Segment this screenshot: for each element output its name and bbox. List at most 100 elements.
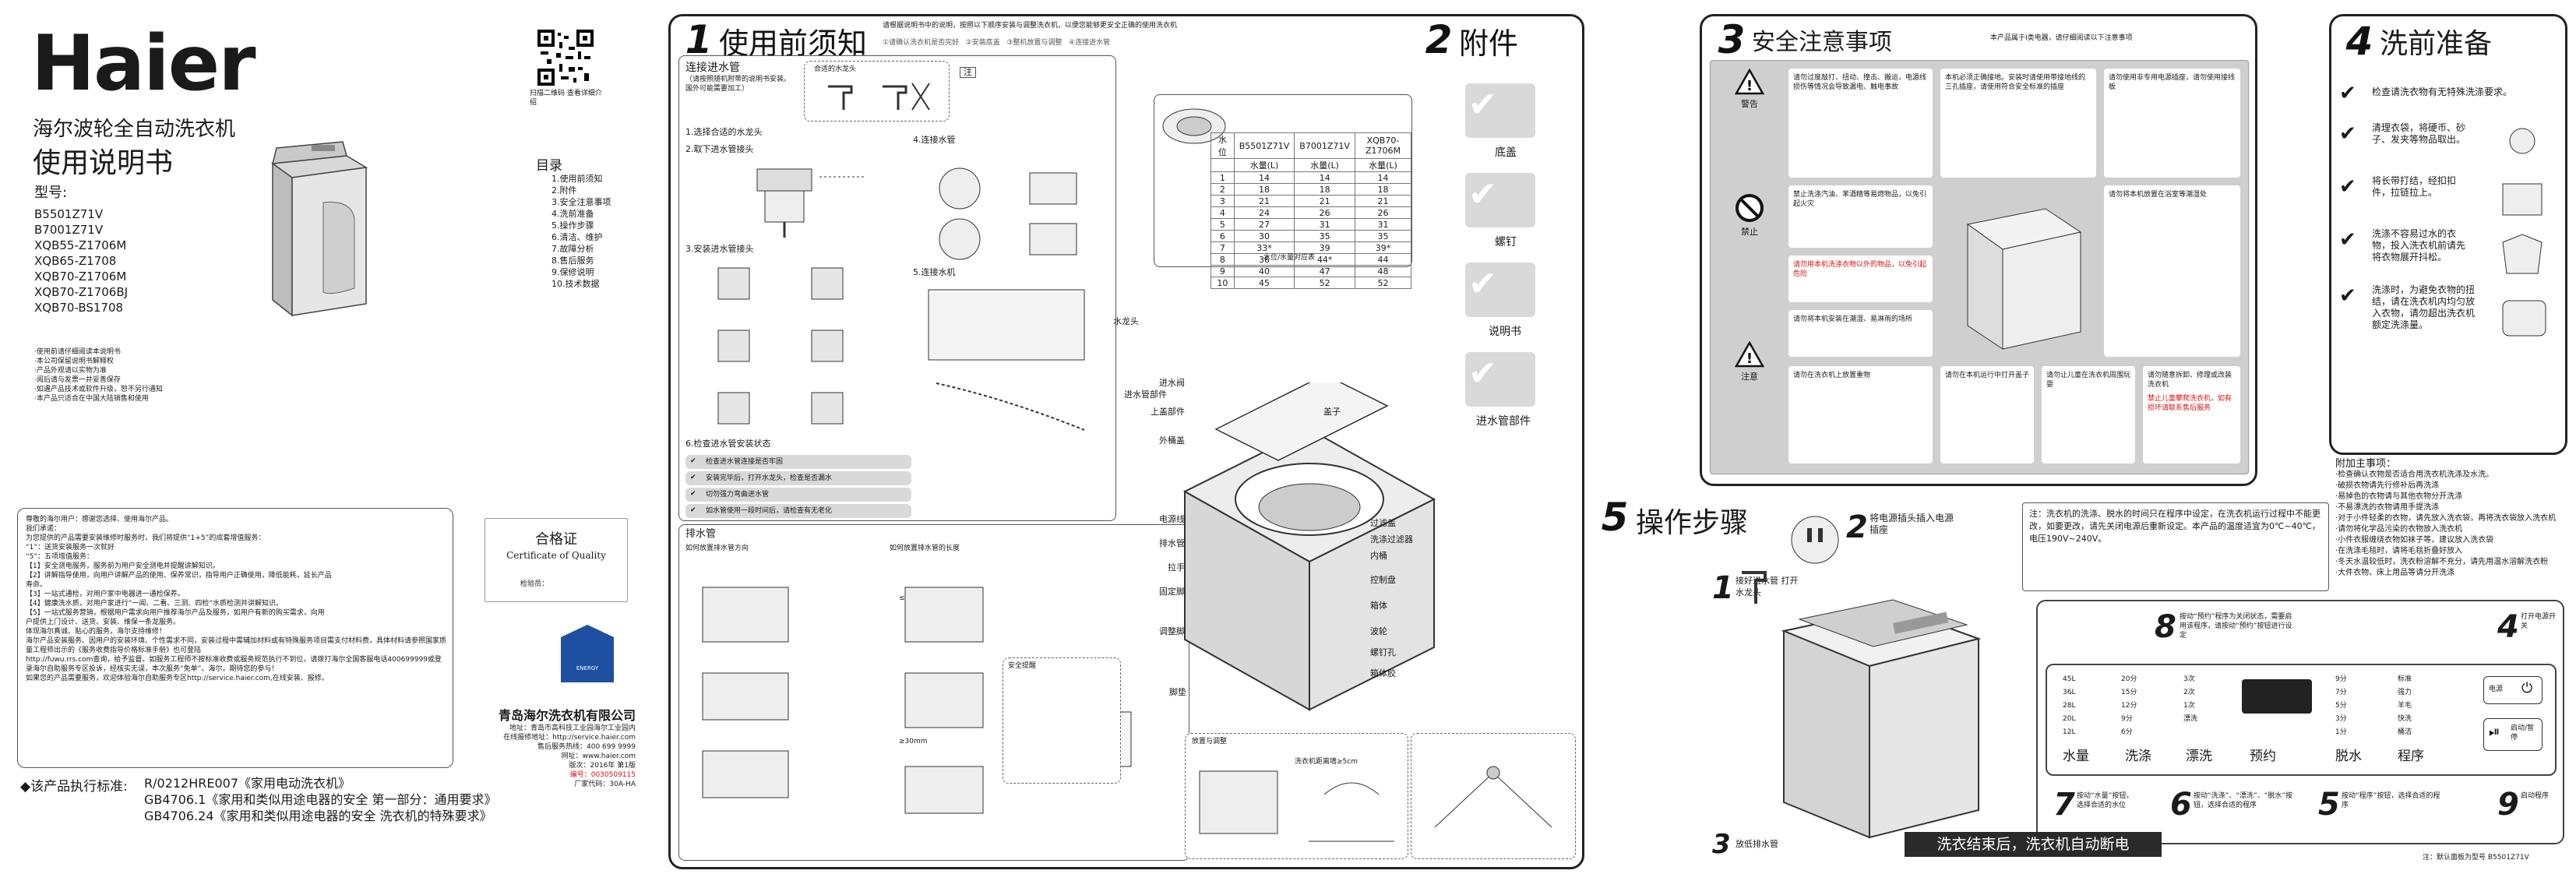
cert-en: Certificate of Quality — [506, 550, 606, 561]
company-name: 青岛海尔洗衣机有限公司 — [498, 708, 636, 723]
toc-item: 2.附件 — [551, 185, 577, 196]
section1-badge: 1 — [685, 17, 713, 62]
part-label: 进水管部件 — [1124, 389, 1167, 400]
accessory-label: 说明书 — [1489, 326, 1521, 338]
letter-line: 户提供上门设计、送货、安装、维保一条龙服务。 — [26, 618, 181, 626]
check-icon: ✔ — [2339, 228, 2356, 252]
model-item: XQB70-Z1706M — [34, 270, 127, 284]
part-label: 箱体 — [1370, 601, 1387, 611]
step-text: 按动“洗涤”、“漂洗”、“脱水”按钮，选择合适的程序 — [2194, 792, 2292, 809]
wash-time-opt: 15分 — [2121, 689, 2137, 696]
toc-item: 6.清洁、维护 — [551, 232, 603, 242]
water-level-opt: 45L — [2063, 675, 2076, 683]
prep-text: 清理衣袋，将硬币、砂子、发夹等物品取出。 — [2372, 122, 2466, 145]
check-list: 检查进水管连接是否牢固✔ 安装完毕后，打开水龙头，检查是否漏水✔ 切勿强力弯曲进… — [685, 455, 911, 518]
prep-list: ✔ 检查请洗衣物有无特殊洗涤要求。 ✔ 清理衣袋，将硬币、砂子、发夹等物品取出。… — [2335, 79, 2562, 351]
step-num: 1 — [1712, 570, 1734, 606]
model-label: 型号: — [34, 185, 68, 201]
section5-badge: 5 — [1601, 495, 1629, 540]
rinse-button[interactable]: 漂洗 — [2186, 749, 2212, 764]
operation-washer — [1781, 599, 1982, 839]
manual-title: 使用说明书 — [33, 147, 174, 179]
check-icon: ✔ — [2339, 82, 2356, 105]
part-label: 过滤盖 — [1370, 518, 1396, 528]
model-item: B5501Z71V — [34, 207, 104, 221]
section4-badge: 4 — [2345, 19, 2373, 64]
water-button[interactable]: 水量 — [2063, 749, 2089, 764]
prohibit-icon — [1736, 194, 1764, 222]
check-icon: ✔ — [690, 474, 696, 481]
cover-note: ·阅后请与发票一并妥善保存 — [34, 376, 121, 384]
code: 编号：0030509115 — [569, 771, 636, 779]
extra-title: 附加主事项： — [2335, 458, 2397, 470]
program-col: 标准 强力 羊毛 快洗 桶洁 — [2398, 673, 2412, 739]
part-label: 排水管 — [1159, 538, 1185, 548]
operation-note: 注：洗衣机的洗涤、脱水的时间只在程序中设定，在洗衣机运行过程中不能更改，如要更改… — [2022, 502, 2329, 591]
warn-text: 请勿使用非专用电源插座，请勿使用接线板 — [2109, 74, 2236, 91]
model-item: XQB65-Z1708 — [34, 254, 117, 268]
th: 水量(L) — [1233, 158, 1295, 172]
warn-label: 禁止 — [1741, 227, 1758, 237]
prep-item: ✔ 洗涤时，为避免衣物的扭结，请在洗衣机内均匀放入衣物，请勿超出洗衣机额定洗涤量… — [2335, 281, 2562, 351]
warn-text: 请勿在本机运行中打开盖子 — [1945, 372, 2030, 379]
step-num: 3 — [1712, 829, 1731, 860]
warn-label: 注意 — [1741, 372, 1758, 382]
prep-text: 检查请洗衣物有无特殊洗涤要求。 — [2372, 86, 2513, 97]
wash-button[interactable]: 洗涤 — [2125, 749, 2151, 764]
toc-item: 9.保修说明 — [551, 267, 594, 277]
spin-button[interactable]: 脱水 — [2335, 749, 2362, 764]
rinse-col: 3次 2次 1次 漂洗 — [2183, 673, 2197, 726]
part-label: 外桶盖 — [1159, 435, 1185, 446]
spin-opt: 5分 — [2335, 702, 2347, 710]
check-icon: ✔ — [690, 506, 696, 514]
program-opt: 标准 — [2398, 675, 2412, 683]
level-box: 放置与调整 洗衣机距离墙≥5cm — [1185, 733, 1408, 859]
note-flag: 注 — [960, 67, 976, 78]
cover-note: ·本产品只适合在中国大陆销售和使用 — [34, 395, 149, 403]
safety-box: 安全提醒 — [1003, 657, 1121, 784]
warn-text: 本机必须正确接地。安装时请使用带接地线的三孔插座，请使用符合安全标准的插座 — [1945, 74, 2086, 91]
extra-item: ·在洗涤毛毯时，请将毛毯折叠好放入 — [2335, 547, 2463, 555]
prep-item: ✔ 将长带打结，经扣扣件，拉链拉上。 — [2335, 172, 2562, 225]
part-label: 箱体胶 — [1370, 668, 1396, 678]
check-icon: ✔ — [690, 490, 696, 498]
letter-line: 【5】一站式服务营销，根据用户需求向用户推荐海尔产品及服务，如用户有新的购买需求… — [26, 609, 325, 617]
rinse-opt: 3次 — [2183, 675, 2195, 683]
prep-item: ✔ 清理衣袋，将硬币、砂子、发夹等物品取出。 — [2335, 119, 2562, 172]
factory-code: 厂家代码：30A-HA — [574, 781, 636, 788]
water-table-box: 水位 B5501Z71V B7001Z71V XQB70-Z1706M 水量(L… — [1154, 94, 1412, 289]
section4-panel: 4 洗前准备 ✔ 检查请洗衣物有无特殊洗涤要求。 ✔ 清理衣袋，将硬币、砂子、发… — [2329, 14, 2567, 455]
step-num: 9 — [2497, 787, 2519, 823]
extra-item: ·不易漂洗的衣物请用手提洗涤 — [2335, 503, 2440, 512]
accessory-item: ✔ 底盖 — [1450, 79, 1574, 168]
program-button[interactable]: 程序 — [2398, 749, 2424, 764]
accessory-label: 底盖 — [1495, 146, 1517, 159]
warn-text: 禁止洗涤汽油、苯酒精等易燃物品，以免引起火灾 — [1793, 191, 1927, 208]
wash-time-opt: 9分 — [2121, 715, 2133, 723]
washer-tub-icon — [1162, 108, 1226, 144]
section2-title: 附件 — [1459, 26, 1519, 61]
service-letter: 尊敬的海尔用户：感谢您选择、使用海尔产品。 我们承诺： 为您提供的产品需要安装维… — [17, 508, 453, 768]
drain-title: 排水管 — [685, 528, 717, 540]
connect-note: （请按照随机附带的说明书安装。国外可能需要加工） — [685, 76, 791, 93]
toc-item: 3.安全注意事项 — [551, 197, 611, 207]
delay-button[interactable]: 预约 — [2250, 749, 2276, 764]
model-item: XQB55-Z1706M — [34, 238, 127, 252]
plug-icon — [1791, 516, 1839, 564]
part-label: 上盖部件 — [1151, 407, 1185, 417]
part-label: 螺钉孔 — [1370, 647, 1396, 657]
toc-item: 1.使用前须知 — [551, 174, 603, 184]
level-note: 洗衣机距离墙≥5cm — [1295, 758, 1358, 766]
start-button[interactable]: ⏯ 启动/暂停 — [2483, 718, 2543, 751]
toc-item: 10.技术数据 — [551, 279, 600, 289]
connect-step-6: 6.检查进水管安装状态 — [685, 439, 771, 449]
model-item: XQB70-Z1706BJ — [34, 285, 129, 299]
accessory-item: ✔ 进水管部件 — [1450, 347, 1574, 437]
water-level-opt: 20L — [2063, 715, 2076, 723]
power-button[interactable]: 电源 ⏻ — [2483, 676, 2543, 704]
part-label: 洗涤过滤器 — [1370, 534, 1413, 544]
